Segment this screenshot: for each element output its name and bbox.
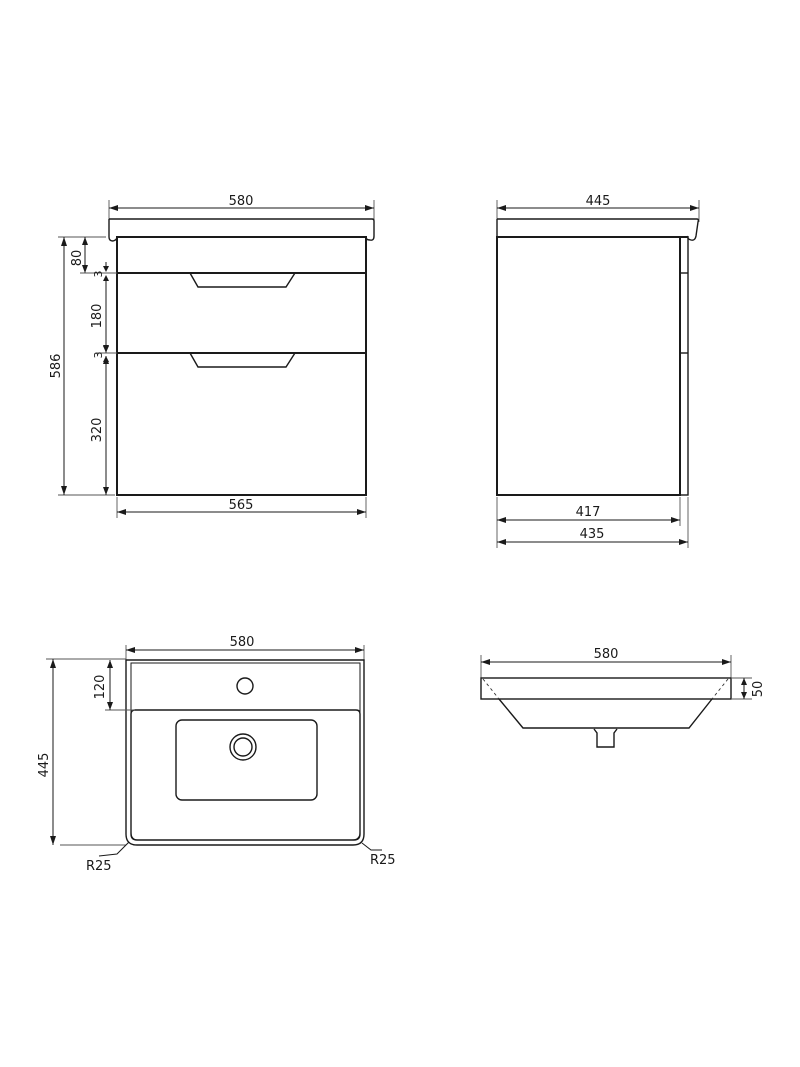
dim-basin-front-width: 580: [480, 647, 732, 699]
drawer-handle-1: [189, 272, 296, 288]
basin-top-view: 580 445 120: [37, 635, 396, 874]
label-50: 50: [751, 681, 766, 698]
radius-callout-left: R25: [86, 841, 130, 874]
radius-callout-right: R25: [361, 842, 396, 868]
label-basin-580: 580: [230, 635, 255, 650]
dim-cabinet-width-bottom: 565: [116, 497, 367, 518]
basin-front-view: 580 50: [480, 647, 766, 748]
basin-outer-inner-line: [130, 662, 361, 841]
label-basin-445: 445: [37, 753, 52, 778]
dim-drawer-1: 180: [90, 276, 109, 353]
drain-inner: [233, 737, 253, 757]
label-front-580: 580: [594, 647, 619, 662]
basin-bowl-rim: [130, 709, 361, 841]
label-435: 435: [580, 527, 605, 542]
dim-top-rail: 80: [70, 237, 88, 273]
dim-basin-depth: 445: [37, 658, 126, 846]
side-body: [496, 236, 681, 496]
label-580: 580: [229, 194, 254, 209]
label-417: 417: [576, 505, 601, 520]
label-r25-right: R25: [370, 853, 396, 868]
label-80: 80: [70, 250, 85, 267]
drawer-handle-2: [189, 352, 296, 368]
dim-back-ledge: 120: [93, 660, 135, 711]
dim-drawer-2: 320: [90, 356, 109, 495]
cabinet-body: [116, 236, 367, 496]
basin-outer-outline: [125, 659, 365, 846]
label-565: 565: [229, 498, 254, 513]
label-r25-left: R25: [86, 859, 112, 874]
dim-basin-thickness: 50: [731, 677, 766, 700]
label-gap-3b: 3: [92, 352, 105, 359]
basin-front-drain: [593, 728, 618, 748]
label-320: 320: [90, 418, 105, 443]
tap-hole: [236, 677, 254, 695]
label-gap-3a: 3: [92, 271, 105, 278]
label-445: 445: [586, 194, 611, 209]
cabinet-side-view: 445 417 435: [496, 194, 700, 548]
dim-cabinet-height-total: 586: [49, 236, 115, 496]
basin-front-rim: [480, 677, 732, 700]
cabinet-front-view: 580 586 80: [49, 194, 375, 518]
side-drawer-fronts: [679, 236, 689, 496]
dim-basin-width: 580: [125, 635, 365, 660]
label-120: 120: [93, 675, 108, 700]
drain-outer: [229, 733, 257, 761]
basin-front-bowl: [498, 698, 713, 729]
dim-side-body: 417: [496, 497, 689, 548]
label-586: 586: [49, 354, 64, 379]
dim-cabinet-width-top: 580: [108, 194, 375, 236]
label-180: 180: [90, 304, 105, 329]
dim-side-depth-top: 445: [496, 194, 700, 236]
basin-bowl: [175, 719, 318, 801]
dim-side-total: 435: [497, 527, 688, 545]
